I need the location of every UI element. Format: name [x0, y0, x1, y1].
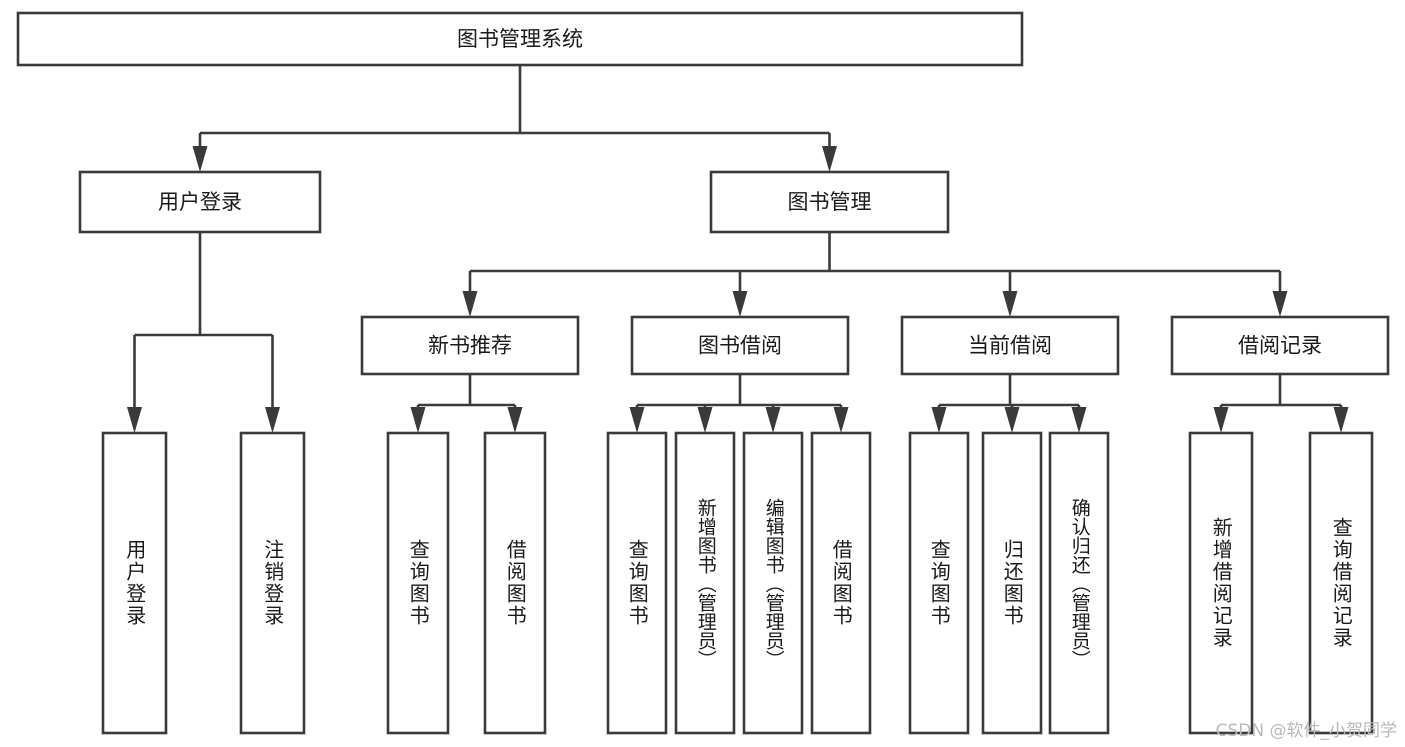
node-leaf-borrow-book-2[interactable] — [810, 431, 872, 735]
node-borrow-record[interactable] — [1170, 315, 1390, 376]
node-box-layer — [16, 11, 1390, 735]
arrow-head-icon — [1071, 407, 1087, 433]
arrow-head-icon — [697, 407, 713, 433]
node-leaf-borrow-book-1[interactable] — [483, 431, 547, 735]
node-book-manage[interactable] — [709, 170, 950, 234]
arrow-head-icon — [629, 407, 645, 433]
arrow-head-icon — [1213, 407, 1229, 433]
node-leaf-add-record[interactable] — [1188, 431, 1254, 735]
node-user-login[interactable] — [78, 170, 322, 234]
arrow-head-icon — [732, 291, 748, 317]
arrow-head-icon — [1002, 291, 1018, 317]
arrow-head-icon — [833, 407, 849, 433]
arrow-head-icon — [1333, 407, 1349, 433]
arrow-head-icon — [462, 291, 478, 317]
node-label-root: 图书管理系统 — [457, 27, 583, 51]
node-new-book-rec[interactable] — [360, 315, 580, 376]
arrow-head-icon — [765, 407, 781, 433]
arrow-head-icon — [265, 407, 280, 433]
arrow-head-icon — [1272, 291, 1288, 317]
node-root-root[interactable] — [16, 11, 1024, 67]
node-label-current-borrow: 当前借阅 — [968, 334, 1052, 358]
node-leaf-return-book[interactable] — [981, 431, 1043, 735]
node-leaf-query-book-1[interactable] — [386, 431, 450, 735]
arrow-head-icon — [931, 407, 947, 433]
csdn-watermark: CSDN @软件_小贺同学 — [1215, 721, 1397, 741]
node-current-borrow[interactable] — [900, 315, 1120, 376]
node-label-borrow-record: 借阅记录 — [1238, 334, 1322, 358]
node-leaf-add-book[interactable] — [674, 431, 736, 735]
arrow-head-icon — [127, 407, 142, 433]
arrow-head-icon — [410, 407, 426, 433]
node-label-new-book-rec: 新书推荐 — [428, 334, 512, 358]
arrow-head-icon — [192, 146, 208, 172]
node-label-user-login: 用户登录 — [158, 190, 242, 214]
node-leaf-logout[interactable] — [239, 431, 306, 735]
arrow-head-icon — [822, 146, 837, 172]
arrow-head-icon — [507, 407, 523, 433]
arrow-head-icon — [1004, 407, 1020, 433]
node-leaf-query-record[interactable] — [1308, 431, 1374, 735]
connector-layer — [127, 65, 1349, 433]
node-leaf-query-book-3[interactable] — [908, 431, 970, 735]
node-leaf-confirm-return[interactable] — [1048, 431, 1110, 735]
node-label-book-manage: 图书管理 — [788, 190, 872, 214]
node-label-book-borrow: 图书借阅 — [698, 334, 782, 358]
node-leaf-query-book-2[interactable] — [606, 431, 668, 735]
node-leaf-user-login[interactable] — [101, 431, 168, 735]
node-book-borrow[interactable] — [630, 315, 850, 376]
node-leaf-edit-book[interactable] — [742, 431, 804, 735]
